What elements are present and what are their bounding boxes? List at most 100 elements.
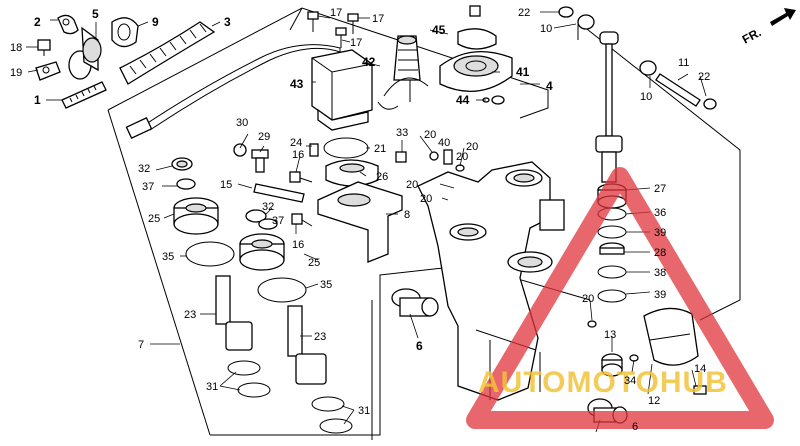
part-grommet-9: [111, 17, 139, 48]
part-oring-37: [176, 178, 278, 230]
callout-38: 38: [654, 267, 666, 279]
callout-15: 15: [220, 179, 232, 191]
part-bolt-14: [693, 385, 707, 395]
part-link-wire: [377, 77, 429, 110]
callout-27: 27: [654, 183, 666, 195]
callout-20-f: 20: [582, 293, 594, 305]
part-washer-20-low: [587, 320, 597, 328]
part-pin-24: [309, 143, 319, 157]
part-seal-32: [171, 157, 267, 223]
callout-34: 34: [624, 375, 636, 387]
callout-10-a: 10: [540, 23, 552, 35]
part-hose-3: [119, 21, 216, 85]
callout-2: 2: [34, 15, 41, 29]
leader-lines: [26, 11, 707, 433]
part-piston-rod-23: [215, 275, 327, 385]
part-pin-11: [655, 73, 701, 107]
callout-37-a: 37: [142, 181, 154, 193]
callout-35-b: 35: [320, 279, 332, 291]
part-grommet-5: [68, 26, 102, 80]
callout-10-b: 10: [640, 91, 652, 103]
callout-9: 9: [152, 15, 159, 29]
callout-13: 13: [604, 329, 616, 341]
callout-14: 14: [694, 363, 706, 375]
callout-12: 12: [648, 395, 660, 407]
callout-45: 45: [432, 23, 446, 37]
callout-31-b: 31: [358, 405, 370, 417]
watermark-text: AUTOMOTOHUB: [478, 366, 728, 399]
callout-20-d: 20: [406, 179, 418, 191]
callout-41: 41: [516, 65, 530, 79]
callout-4: 4: [546, 79, 553, 93]
part-bushing-13: [601, 353, 623, 377]
front-arrow-icon: [770, 8, 796, 26]
callout-37-b: 37: [272, 215, 284, 227]
callout-20-a: 20: [424, 129, 436, 141]
callout-22-b: 22: [698, 71, 710, 83]
part-cap-25: [173, 197, 285, 271]
callout-23-a: 23: [184, 309, 196, 321]
part-screw-1: [61, 81, 107, 109]
part-cover-12: [643, 307, 699, 366]
part-bolt-17: [307, 11, 359, 48]
callout-25-a: 25: [148, 213, 160, 225]
callout-26: 26: [376, 171, 388, 183]
part-valve-29: [251, 149, 269, 173]
watermark: AUTOMOTOHUB: [466, 167, 774, 429]
part-cable-harness: [125, 44, 341, 139]
callout-36: 36: [654, 207, 666, 219]
callout-20-c: 20: [456, 151, 468, 163]
callout-30: 30: [236, 117, 248, 129]
front-arrow-label: FR.: [740, 25, 764, 46]
part-oring-21: [323, 137, 369, 159]
part-main-housing: [417, 161, 565, 401]
part-clamp-2: [57, 14, 79, 35]
part-washer-30: [233, 143, 247, 157]
part-bushing-10: [577, 14, 657, 76]
callout-7: 7: [138, 339, 144, 351]
part-valve-42: [393, 35, 421, 102]
part-tilt-rod: [595, 31, 623, 183]
assembly-outline: [107, 7, 741, 440]
callout-23-b: 23: [314, 331, 326, 343]
callout-1: 1: [34, 93, 41, 107]
callout-40: 40: [438, 137, 450, 149]
part-bolt-18: [37, 39, 51, 56]
part-ring-31: [227, 360, 353, 434]
part-screw-40: [443, 149, 453, 165]
callout-32-b: 32: [262, 201, 274, 213]
callout-16-a: 16: [292, 149, 304, 161]
callout-24: 24: [290, 137, 302, 149]
callout-22-a: 22: [518, 7, 530, 19]
callout-39-b: 39: [654, 289, 666, 301]
part-oring-35: [185, 241, 307, 303]
callout-labels: 2 5 9 3 18 19 1 17 17 17 43 42 45 41 4 4…: [10, 7, 710, 433]
callout-35-a: 35: [162, 251, 174, 263]
callout-16-b: 16: [292, 239, 304, 251]
callout-19: 19: [10, 67, 22, 79]
callout-17-b: 17: [372, 13, 384, 25]
part-washer-33: [395, 151, 407, 163]
callout-28: 28: [654, 247, 666, 259]
callout-17-a: 17: [330, 7, 342, 19]
callout-44: 44: [456, 93, 470, 107]
callout-5: 5: [92, 7, 99, 21]
callout-32-a: 32: [138, 163, 150, 175]
part-bolt-15: [253, 183, 305, 203]
callout-42: 42: [362, 55, 376, 69]
part-valve-body-26: [325, 159, 379, 187]
callout-20-b: 20: [466, 141, 478, 153]
part-bolt-16: [289, 171, 313, 227]
part-motor-43: [311, 49, 373, 131]
callout-17-c: 17: [350, 37, 362, 49]
callout-20-e: 20: [420, 193, 432, 205]
part-reservoir-45: [457, 5, 497, 50]
callout-8: 8: [404, 209, 410, 221]
part-clip-19: [35, 61, 61, 81]
callout-11: 11: [678, 57, 689, 69]
callout-29: 29: [258, 131, 270, 143]
callout-6-a: 6: [416, 339, 423, 353]
callout-31-a: 31: [206, 381, 218, 393]
